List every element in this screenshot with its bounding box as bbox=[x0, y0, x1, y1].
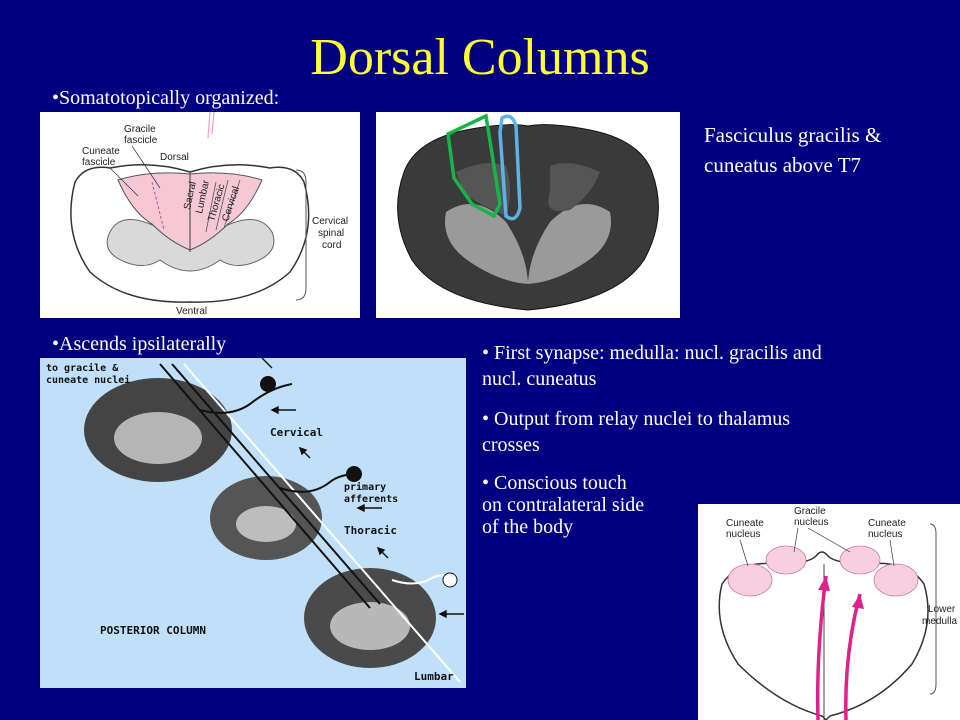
label-gracile-nucleus-1: Gracile bbox=[794, 506, 826, 517]
label-gracile-fascicle: fascicle bbox=[124, 135, 158, 146]
label-cervical: Cervical bbox=[270, 426, 323, 439]
ascending-pathway-diagram: to gracile & cuneate nuclei Cervical pri… bbox=[40, 358, 466, 688]
gracile-boundary bbox=[151, 181, 165, 231]
tract-line-2 bbox=[171, 363, 381, 605]
section-dorsal-right bbox=[548, 163, 600, 212]
gracile-nucleus-right bbox=[839, 545, 881, 575]
afferent-cervical bbox=[199, 383, 293, 414]
tract-line-1 bbox=[159, 363, 371, 609]
point-output: • Output from relay nuclei to thalamus c… bbox=[482, 408, 791, 456]
medulla-bracket bbox=[929, 523, 937, 695]
leader-cuneate-right bbox=[889, 539, 895, 567]
lamina-line-2 bbox=[215, 179, 229, 231]
leader-gracile-nucleus-2 bbox=[807, 527, 851, 553]
arrow-gracile-head bbox=[818, 576, 830, 591]
ray-2 bbox=[211, 112, 215, 135]
fasciculus-line-2: cuneatus above T7 bbox=[704, 153, 862, 177]
label-cuneate-right-2: nucleus bbox=[868, 529, 902, 540]
histology-section bbox=[376, 112, 680, 318]
label-to-nuclei-1: to gracile & bbox=[46, 362, 119, 374]
gracile-nucleus-left bbox=[765, 545, 807, 575]
label-gracile: Gracile bbox=[124, 124, 156, 135]
label-to-nuclei-2: cuneate nuclei bbox=[46, 374, 130, 386]
label-posterior-column: POSTERIOR COLUMN bbox=[100, 624, 206, 637]
point-first-synapse: • First synapse: medulla: nucl. gracilis… bbox=[482, 342, 822, 390]
tract-line-white bbox=[183, 363, 461, 683]
label-ventral: Ventral bbox=[176, 306, 207, 317]
label-gracile-nucleus-2: nucleus bbox=[794, 517, 828, 528]
cord-bracket bbox=[295, 169, 307, 301]
label-cuneate-right-1: Cuneate bbox=[868, 518, 906, 529]
ray-1 bbox=[207, 112, 211, 139]
slide-title: Dorsal Columns bbox=[310, 29, 650, 86]
label-cervical-side-2: spinal bbox=[318, 228, 344, 239]
key-points: • First synapse: medulla: nucl. gracilis… bbox=[482, 340, 956, 538]
label-cervical-side-3: cord bbox=[322, 240, 341, 251]
section-gray-matter bbox=[445, 204, 611, 284]
cuneate-nucleus-right bbox=[873, 563, 919, 597]
label-dorsal: Dorsal bbox=[160, 152, 189, 163]
ganglion-cervical bbox=[260, 376, 276, 392]
lamina-line-3 bbox=[223, 179, 241, 229]
label-lower-1: Lower bbox=[928, 604, 956, 615]
label-cuneate-fascicle: fascicle bbox=[82, 157, 116, 168]
label-afferents: afferents bbox=[344, 494, 398, 505]
leader-gracile-nucleus bbox=[793, 527, 799, 553]
fasciculus-text: Fasciculus gracilis & cuneatus above T7 bbox=[704, 120, 881, 180]
cervical-cord-diagram: Gracile fascicle Cuneate fascicle Dorsal… bbox=[40, 112, 360, 318]
lamina-line-1 bbox=[205, 181, 217, 233]
leader-cuneate bbox=[109, 167, 139, 197]
gracilis-outline-green bbox=[446, 113, 502, 219]
leader-cuneate-left bbox=[739, 539, 749, 567]
medulla-diagram: Gracile nucleus Cuneate nucleus Cuneate … bbox=[698, 504, 960, 720]
cuneate-nucleus-left bbox=[727, 563, 773, 597]
fasciculus-line-1: Fasciculus gracilis & bbox=[704, 123, 882, 147]
input-arrows bbox=[261, 358, 464, 619]
label-thoracic: Thoracic bbox=[344, 524, 397, 537]
label-cuneate-left-1: Cuneate bbox=[726, 518, 764, 529]
label-cuneate: Cuneate bbox=[82, 146, 120, 157]
cervical-gray bbox=[114, 412, 202, 464]
right-dorsal-column bbox=[189, 172, 263, 251]
point-conscious-touch: • Conscious touch on contralateral side … bbox=[482, 472, 645, 538]
arrow-cuneate-head bbox=[852, 594, 864, 609]
bullet-ascends: •Ascends ipsilaterally bbox=[52, 333, 227, 355]
label-cuneate-left-2: nucleus bbox=[726, 529, 760, 540]
cuneatus-outline-blue bbox=[498, 114, 522, 221]
thoracic-gray bbox=[236, 506, 296, 542]
label-cervical-side-1: Cervical bbox=[312, 216, 348, 227]
label-primary: primary bbox=[344, 481, 386, 493]
ganglion-thoracic bbox=[346, 466, 362, 482]
leader-gracile bbox=[131, 145, 161, 189]
ganglion-lumbar bbox=[442, 572, 458, 588]
lumbar-gray bbox=[330, 602, 410, 650]
label-lower-2: medulla bbox=[922, 616, 957, 627]
bullet-somatotopic: •Somatotopically organized: bbox=[52, 87, 280, 109]
arrow-gracile-path bbox=[815, 575, 828, 720]
label-lumbar: Lumbar bbox=[414, 670, 454, 683]
